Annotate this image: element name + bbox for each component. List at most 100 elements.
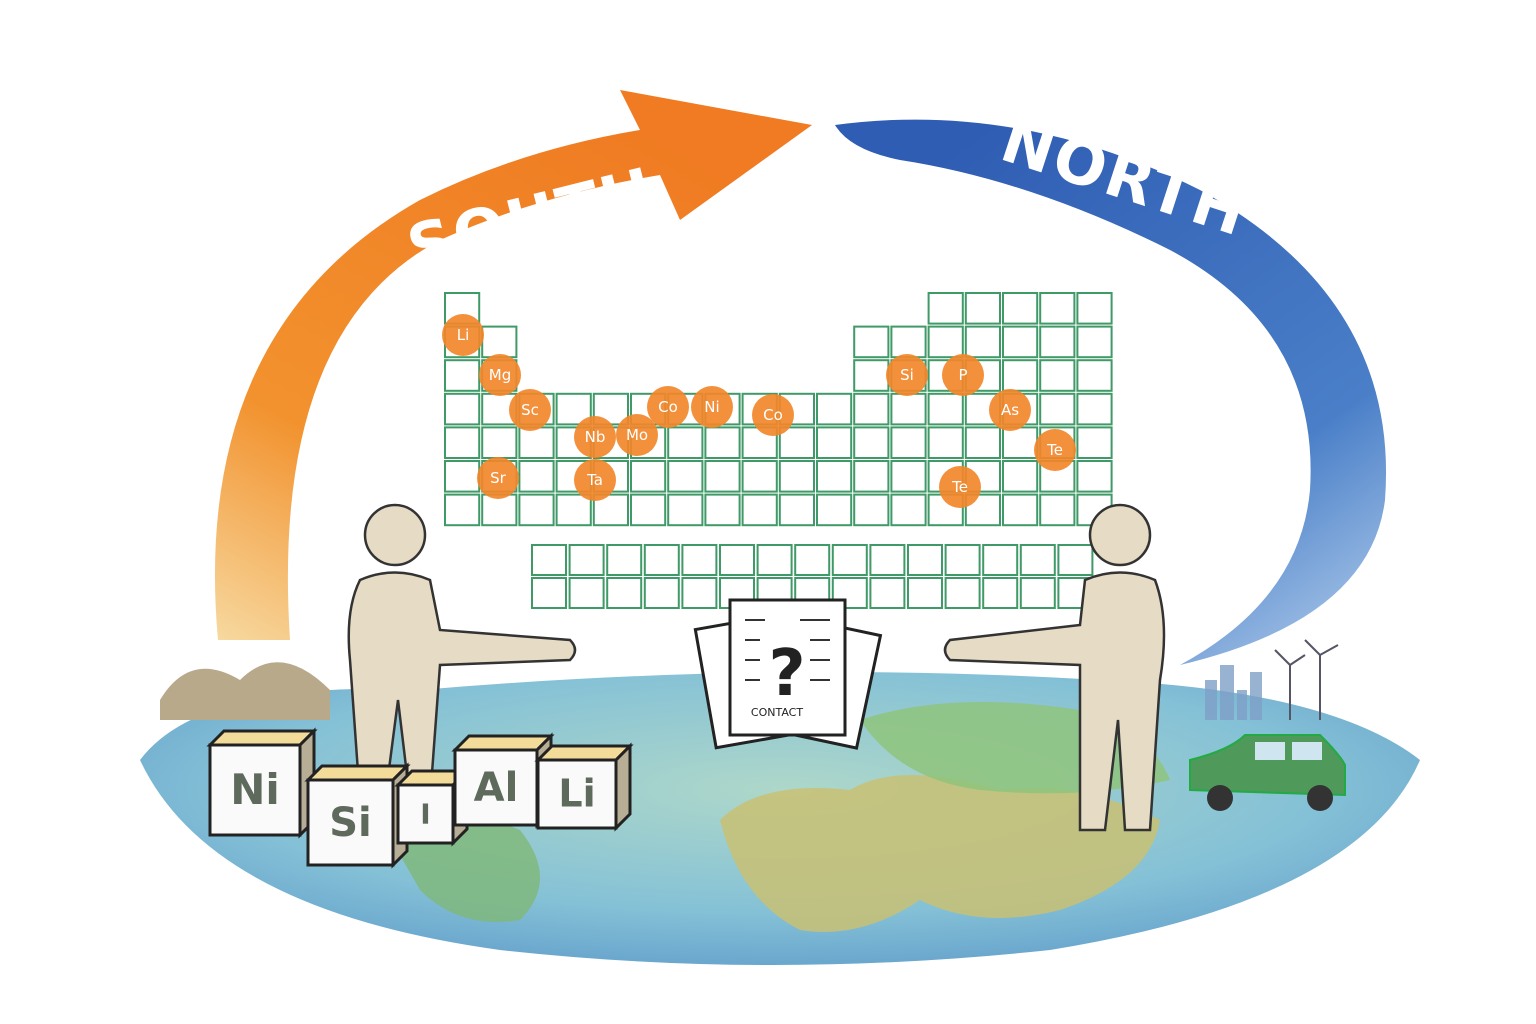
element-cell xyxy=(1039,392,1076,426)
highlighted-element: Mo xyxy=(616,414,658,456)
highlighted-element: Si xyxy=(886,354,928,396)
element-cell xyxy=(1076,325,1113,359)
element-cell xyxy=(518,493,555,527)
element-cell xyxy=(890,325,927,359)
element-cell xyxy=(816,426,853,459)
car-icon xyxy=(1189,734,1346,811)
element-symbol: Sc xyxy=(521,401,539,419)
block-symbol: Li xyxy=(558,772,595,816)
element-cell xyxy=(1076,359,1113,392)
block-symbol: Al xyxy=(474,765,519,811)
element-cell xyxy=(927,392,964,426)
element-cell xyxy=(964,292,1001,325)
element-cell xyxy=(927,325,964,359)
element-cell xyxy=(741,493,778,527)
element-cell xyxy=(927,426,964,459)
city-skyline-icon xyxy=(1205,665,1262,720)
element-cell xyxy=(816,392,853,426)
element-cell xyxy=(1076,292,1113,325)
highlighted-element: Li xyxy=(442,314,484,356)
element-block: I xyxy=(394,767,471,847)
element-cell xyxy=(927,292,964,325)
element-cell xyxy=(643,577,680,609)
element-cell xyxy=(518,426,555,459)
highlighted-element: Sc xyxy=(509,389,551,431)
highlighted-element: Co xyxy=(647,386,689,428)
element-cell xyxy=(869,544,906,576)
element-cell xyxy=(756,544,793,576)
element-cell xyxy=(630,493,667,527)
element-cell xyxy=(853,392,890,426)
element-cell xyxy=(982,544,1019,576)
element-cell xyxy=(1076,392,1113,426)
periodic-table xyxy=(444,292,1113,609)
element-cell xyxy=(816,460,853,493)
element-cell xyxy=(444,392,481,426)
element-cell xyxy=(1002,426,1039,459)
element-symbol: Te xyxy=(951,478,968,496)
element-cell xyxy=(778,493,815,527)
element-symbol: P xyxy=(958,366,967,384)
element-cell xyxy=(555,493,592,527)
element-cell xyxy=(568,544,605,576)
highlighted-element: Nb xyxy=(574,416,616,458)
element-cell xyxy=(481,493,518,527)
highlighted-element: Mg xyxy=(479,354,521,396)
element-cell xyxy=(964,325,1001,359)
mountain-icon xyxy=(160,662,330,720)
element-cell xyxy=(704,460,741,493)
highlighted-element: Sr xyxy=(477,457,519,499)
element-cell xyxy=(719,544,755,576)
highlighted-element: Ni xyxy=(691,386,733,428)
element-cell xyxy=(568,577,605,609)
element-cell xyxy=(1019,544,1056,576)
block-symbol: Si xyxy=(329,800,372,846)
element-cell xyxy=(907,577,943,609)
element-block: Si xyxy=(304,762,411,869)
element-symbol: As xyxy=(1001,401,1019,419)
question-mark-icon: ? xyxy=(768,637,805,711)
element-cell xyxy=(1002,460,1039,493)
wind-turbine-icon xyxy=(1274,639,1339,720)
element-cell xyxy=(890,460,927,493)
element-cell xyxy=(1002,292,1039,325)
contract-label: CONTACT xyxy=(751,706,803,719)
element-cell xyxy=(1002,493,1039,527)
element-cell xyxy=(481,426,518,459)
element-cell xyxy=(592,392,629,426)
highlighted-element: Co xyxy=(752,394,794,436)
block-symbol: Ni xyxy=(230,765,280,814)
element-cell xyxy=(606,544,643,576)
element-block: Ni xyxy=(206,727,318,839)
element-cell xyxy=(816,493,853,527)
element-cell xyxy=(481,325,518,359)
element-cell xyxy=(1019,577,1056,609)
element-cell xyxy=(704,493,741,527)
element-cell xyxy=(531,577,567,609)
element-symbol: Mg xyxy=(489,366,511,384)
element-cell xyxy=(853,426,890,459)
highlighted-element: As xyxy=(989,389,1031,431)
element-cell xyxy=(681,577,718,609)
element-cell xyxy=(927,493,964,527)
element-symbol: Ni xyxy=(704,398,719,416)
element-cell xyxy=(907,544,943,576)
element-cell xyxy=(890,493,927,527)
element-symbol: Nb xyxy=(585,428,606,446)
element-cell xyxy=(1076,426,1113,459)
element-cell xyxy=(444,493,481,527)
element-cell xyxy=(831,544,868,576)
element-symbol: Te xyxy=(1046,441,1063,459)
element-cell xyxy=(1002,359,1039,392)
element-cell xyxy=(681,544,718,576)
element-cell xyxy=(630,460,667,493)
element-symbol: Co xyxy=(658,398,678,416)
element-symbol: Sr xyxy=(490,469,507,487)
element-cell xyxy=(853,325,890,359)
element-cell xyxy=(1002,325,1039,359)
element-cell xyxy=(444,359,481,392)
element-symbol: Si xyxy=(900,366,914,384)
